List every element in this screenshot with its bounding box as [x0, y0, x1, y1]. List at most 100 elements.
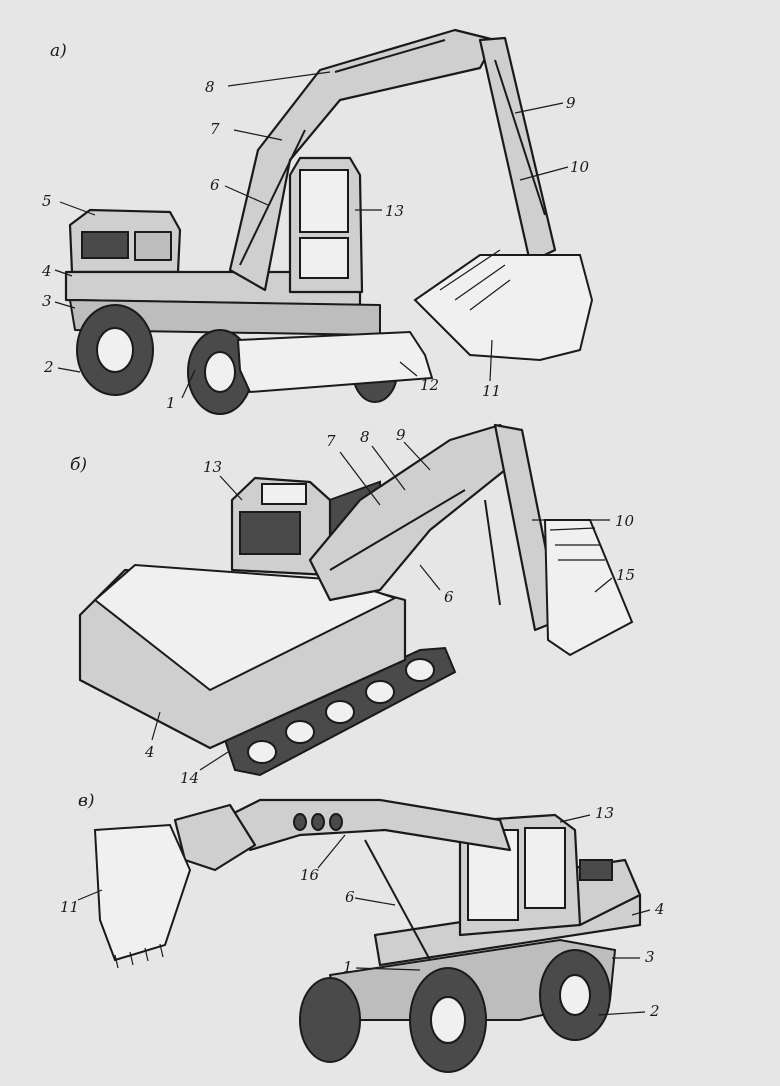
- leader-b-13: [219, 475, 243, 501]
- dozer-blade-a: [236, 330, 434, 394]
- wheel-rear-left-c: [299, 977, 361, 1063]
- callout-a-4: 4: [41, 262, 52, 280]
- leader-a-1: [181, 369, 196, 399]
- radiator-a: [134, 231, 172, 261]
- callout-a-9: 9: [566, 94, 576, 112]
- shovel-bucket-b: [543, 519, 634, 657]
- excavator-a: а): [41, 28, 594, 415]
- callout-a-13: 13: [385, 202, 404, 220]
- leader-a-11: [489, 339, 493, 382]
- callout-c-2: 2: [649, 1002, 660, 1020]
- hub-rear-c: [559, 974, 591, 1016]
- grille-a: [81, 231, 129, 259]
- leader-a-4: [54, 269, 73, 277]
- boom-support-cylinder-c: [364, 839, 431, 961]
- leader-b-14: [199, 751, 229, 771]
- telescopic-boom-c: [228, 798, 512, 852]
- callout-c-4: 4: [654, 900, 665, 918]
- leader-a-6: [224, 185, 269, 206]
- leader-c-2: [597, 1011, 646, 1016]
- callout-b-14: 14: [180, 769, 199, 787]
- leader-c-16: [317, 834, 346, 869]
- cab-roof-b: [261, 483, 307, 505]
- callout-b-7: 7: [326, 432, 336, 450]
- callout-b-4: 4: [144, 743, 155, 761]
- section-label-a: а): [50, 41, 67, 61]
- exhaust-grille-c: [579, 859, 613, 881]
- roller-5-b: [405, 658, 435, 682]
- cab-window-low-a: [299, 237, 349, 279]
- callout-a-6: 6: [210, 176, 220, 194]
- leader-b-15: [594, 577, 613, 593]
- callout-a-2: 2: [43, 358, 54, 376]
- boom-a: [228, 28, 497, 292]
- leader-c-1: [355, 967, 421, 971]
- cab-side-window-c: [524, 827, 566, 909]
- callout-b-13: 13: [203, 458, 222, 476]
- leader-c-4: [631, 909, 651, 916]
- leader-a-10: [519, 166, 569, 181]
- bucket-c: [93, 823, 192, 962]
- boom-cylinder-b: [329, 489, 466, 571]
- roller-2-b: [285, 720, 315, 744]
- stick-cylinder-a: [334, 39, 446, 73]
- leader-a-5: [59, 201, 96, 216]
- leader-b-6: [419, 564, 441, 591]
- callout-a-3: 3: [42, 292, 52, 310]
- callout-c-6: 6: [345, 888, 355, 906]
- leader-a-9: [514, 102, 564, 114]
- leader-c-11: [77, 889, 103, 901]
- leader-a-2: [57, 367, 81, 373]
- callout-b-15: 15: [616, 566, 635, 584]
- bucket-teeth-c: [114, 943, 164, 969]
- stick-cylinder-b: [484, 499, 501, 606]
- boom-hole-3-c: [329, 813, 343, 831]
- callout-a-1: 1: [166, 394, 176, 412]
- callout-a-12: 12: [420, 376, 439, 394]
- boom-hole-1-c: [293, 813, 307, 831]
- callout-c-3: 3: [645, 948, 655, 966]
- callout-c-1: 1: [343, 958, 353, 976]
- hub-front-a: [204, 351, 236, 393]
- callout-c-11: 11: [60, 898, 79, 916]
- shovel-ribs-b: [549, 527, 605, 561]
- callout-a-7: 7: [210, 120, 220, 138]
- leader-a-7: [233, 129, 283, 141]
- callout-a-5: 5: [42, 192, 52, 210]
- leader-b-8: [371, 445, 406, 491]
- callout-b-9: 9: [396, 426, 406, 444]
- roller-3-b: [325, 700, 355, 724]
- excavator-b: б) 4 6 7 8: [70, 423, 635, 787]
- bucket-teeth-a: [439, 249, 511, 311]
- bucket-a: [413, 254, 594, 362]
- callout-b-8: 8: [360, 428, 370, 446]
- excavator-c: в) 1: [60, 791, 665, 1073]
- callout-a-11: 11: [482, 382, 501, 400]
- hub-rear-a: [96, 327, 134, 373]
- leader-a-3: [54, 301, 76, 309]
- callout-c-16: 16: [300, 866, 320, 884]
- leader-a-8: [227, 71, 331, 87]
- boom-cylinder-a: [239, 129, 306, 266]
- callout-b-10: 10: [615, 512, 635, 530]
- callout-a-8: 8: [205, 78, 215, 96]
- leader-c-6: [354, 897, 396, 906]
- leader-b-7: [339, 451, 381, 506]
- leader-b-4: [151, 711, 161, 741]
- boom-hole-2-c: [311, 813, 325, 831]
- callout-a-10: 10: [570, 158, 590, 176]
- roller-4-b: [365, 680, 395, 704]
- hub-front-c: [430, 996, 466, 1044]
- bucket-cylinder-a: [494, 59, 546, 216]
- cab-window-top-a: [299, 169, 349, 233]
- leader-c-13: [559, 814, 591, 823]
- stick-a: [478, 36, 557, 264]
- leader-b-9: [403, 441, 431, 471]
- callout-b-6: 6: [444, 588, 454, 606]
- roller-1-b: [247, 740, 277, 764]
- cab-window-b: [239, 511, 301, 555]
- section-label-b: б): [70, 455, 87, 475]
- leader-a-12: [399, 361, 418, 377]
- callout-c-13: 13: [595, 804, 614, 822]
